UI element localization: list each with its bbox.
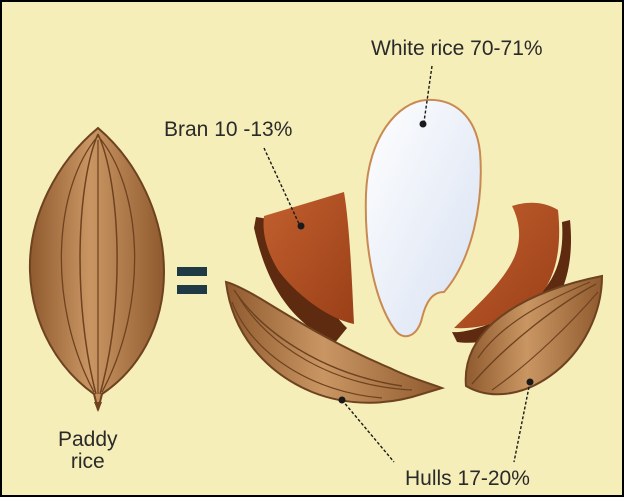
hulls-leader-right — [514, 382, 530, 462]
paddy-rice-grain — [30, 128, 164, 412]
paddy-rice-label: Paddy rice — [58, 429, 118, 473]
hulls-label: Hulls 17-20% — [405, 468, 530, 489]
paddy-label-line2: rice — [58, 451, 118, 473]
paddy-label-line1: Paddy — [58, 429, 118, 451]
white-rice-label: White rice 70-71% — [371, 38, 543, 59]
equals-sign-icon — [177, 267, 207, 294]
bran-label: Bran 10 -13% — [164, 119, 292, 140]
hulls-leader-left — [342, 400, 394, 462]
white-rice-kernel — [366, 100, 481, 336]
